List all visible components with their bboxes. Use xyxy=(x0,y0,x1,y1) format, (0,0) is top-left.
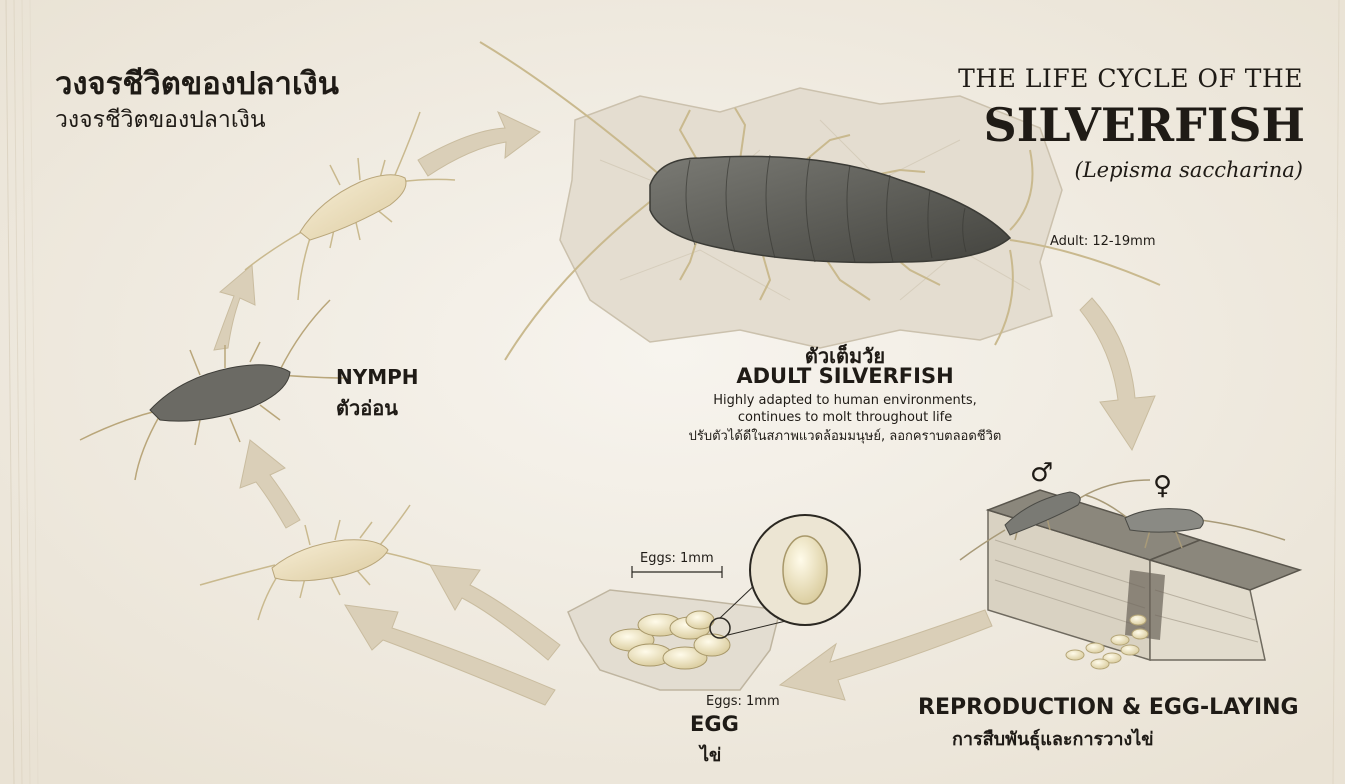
arrow-nymph-small-to-large xyxy=(239,439,301,529)
arrow-reproduction-to-egg xyxy=(778,609,993,701)
adult-body xyxy=(649,155,1012,264)
egg-cluster xyxy=(609,610,731,670)
male-symbol: ♂ xyxy=(1030,458,1054,488)
female-silverfish-body xyxy=(1124,508,1204,533)
arrow-nymph-large-to-young xyxy=(213,263,256,351)
title-english-line2: SILVERFISH xyxy=(983,98,1305,152)
nymph-middle-body xyxy=(149,364,291,422)
adult-label-thai: ตัวเต็มวัย xyxy=(804,344,886,368)
female-symbol: ♀ xyxy=(1153,471,1173,501)
nymph-bottom-body xyxy=(271,539,389,582)
egg-paper xyxy=(567,589,781,691)
magnified-egg xyxy=(782,535,828,605)
arrow-egg-to-nymph-1 xyxy=(429,564,561,661)
arrow-adult-to-reproduction xyxy=(1079,297,1156,452)
egg-label-english: EGG xyxy=(690,712,739,736)
egg-size-bottom-label: Eggs: 1mm xyxy=(706,694,780,709)
scientific-name: (Lepisma saccharina) xyxy=(1074,158,1303,182)
nymph-label-english: NYMPH xyxy=(336,365,419,389)
adult-segments xyxy=(685,154,967,263)
female-silverfish xyxy=(1084,494,1286,549)
page-edges-right xyxy=(1332,0,1340,784)
male-silverfish-body xyxy=(1004,491,1081,536)
egg-size-top-label: Eggs: 1mm xyxy=(640,551,714,566)
adult-label-english: ADULT SILVERFISH xyxy=(736,364,954,388)
adult-description-english: Highly adapted to human environments, co… xyxy=(713,393,977,425)
page-edges-left xyxy=(5,0,39,784)
arrow-nymph-to-adult xyxy=(417,110,541,177)
adult-description-thai: ปรับตัวได้ดีในสภาพแวดล้อมมนุษย์, ลอกคราบ… xyxy=(688,429,1002,444)
book-gap xyxy=(1125,570,1165,640)
title-english-line1: THE LIFE CYCLE OF THE xyxy=(958,64,1303,93)
title-thai-main: วงจรชีวิตของปลาเงิน xyxy=(55,66,339,102)
nymph-top-body xyxy=(299,174,407,241)
title-thai-sub: วงจรชีวิตของปลาเงิน xyxy=(55,107,266,133)
egg-scale-bar xyxy=(631,566,723,578)
reproduction-eggs xyxy=(1065,614,1149,670)
adult-size-label: Adult: 12-19mm xyxy=(1050,234,1156,249)
reproduction-label-english: REPRODUCTION & EGG-LAYING xyxy=(918,695,1299,720)
nymph-label-thai: ตัวอ่อน xyxy=(336,396,398,420)
reproduction-label-thai: การสืบพันธุ์และการวางไข่ xyxy=(952,729,1154,750)
arrow-egg-to-nymph-2 xyxy=(344,604,556,706)
egg-label-thai: ไข่ xyxy=(700,745,722,766)
cycle-arrows xyxy=(213,110,1156,706)
